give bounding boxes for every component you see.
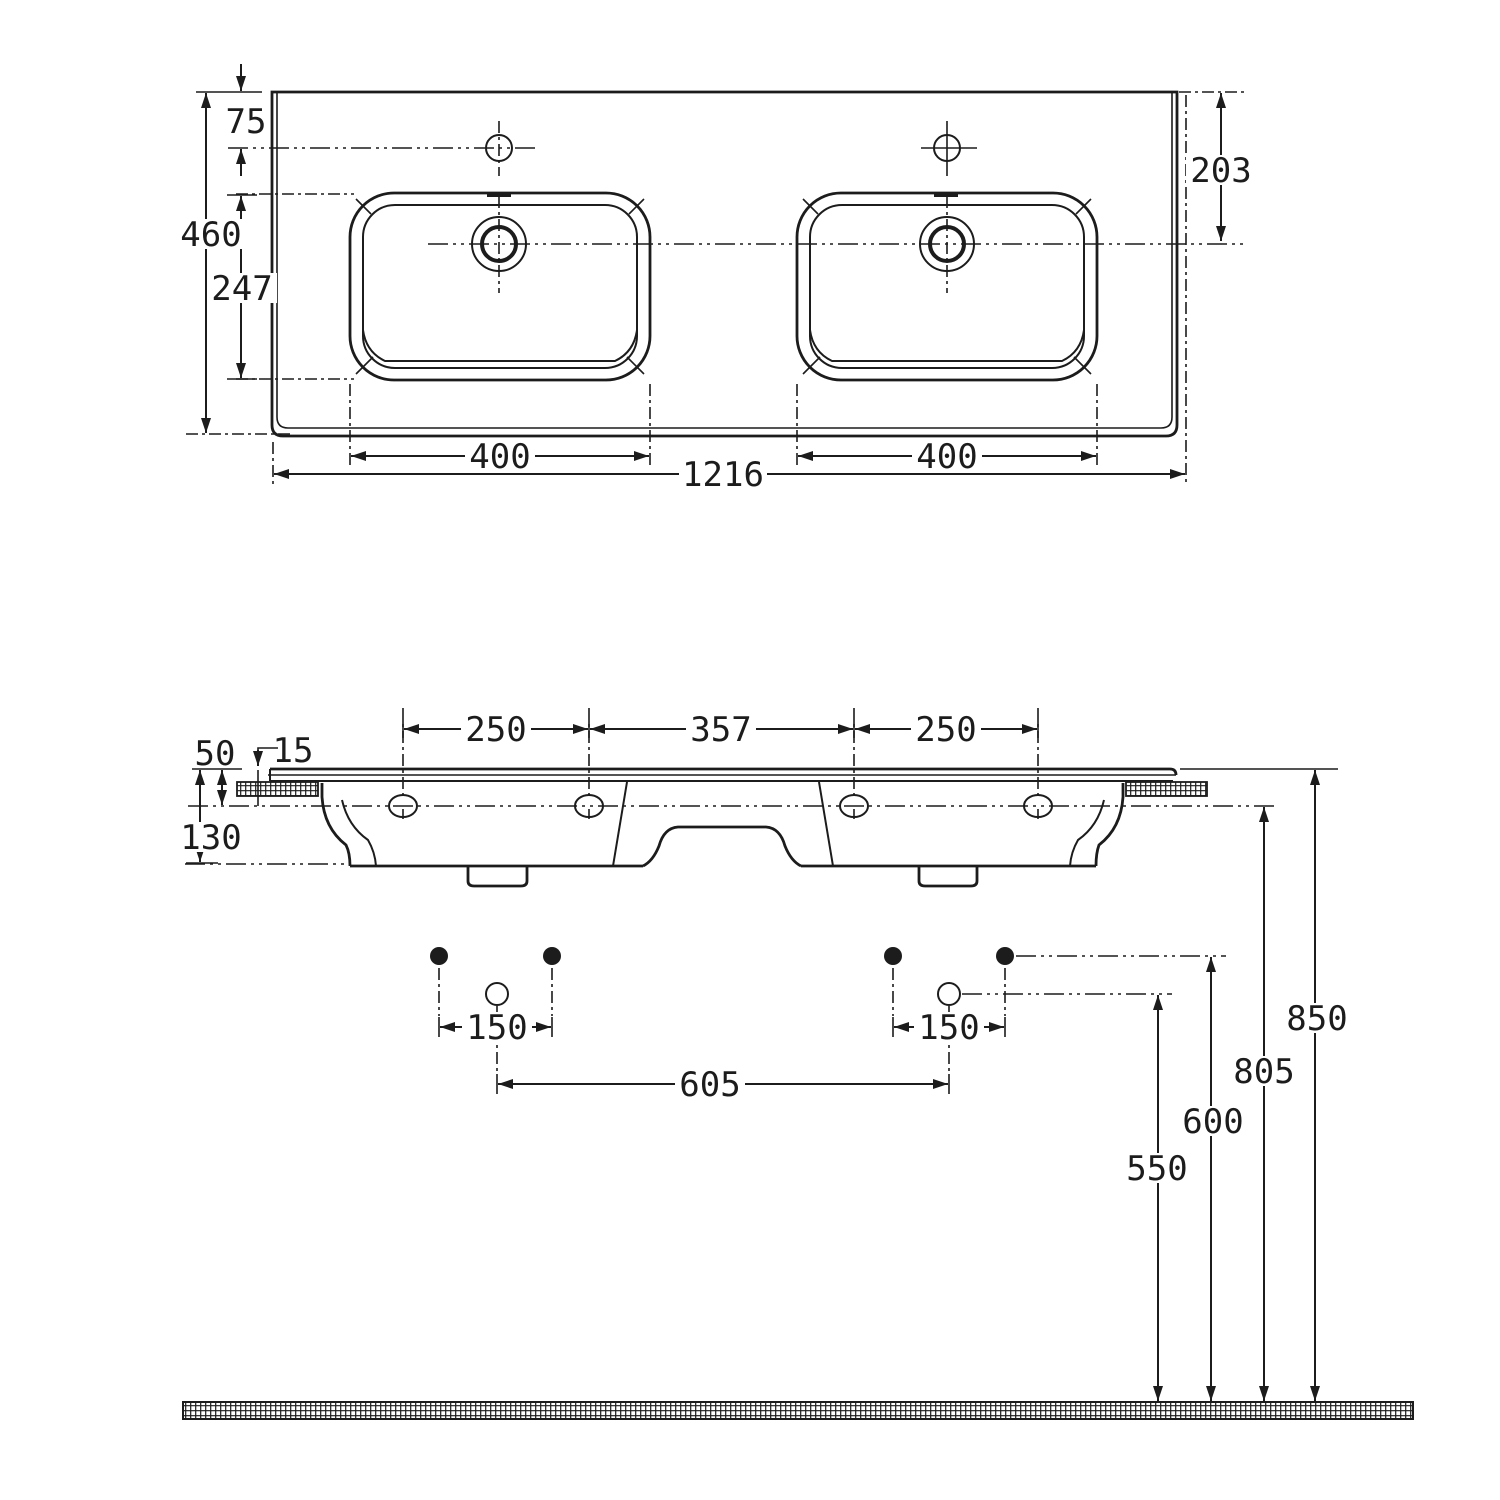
drain-stub-left — [466, 867, 529, 888]
trap-circle-left — [485, 982, 509, 1006]
plan-view — [186, 64, 1248, 486]
front-dimensions — [186, 720, 1320, 1401]
dim-250-left-box — [461, 714, 531, 744]
dim-label-1216: 1216 — [682, 455, 764, 495]
dim-label-400-right: 400 — [916, 437, 977, 477]
trap-circle-right — [937, 982, 961, 1006]
left-basin-inner-rim — [362, 204, 638, 369]
circle-extension-lines — [496, 1006, 950, 1074]
dim-605-ticks — [496, 1074, 950, 1094]
dim-label-203: 203 — [1190, 151, 1251, 191]
dim-1216-box — [679, 459, 767, 489]
body-right-inner-curve — [1069, 799, 1105, 867]
dim-460-box — [176, 219, 246, 249]
dim-label-550: 550 — [1126, 1149, 1187, 1189]
dimension-labels: 75 460 247 203 400 400 1216 250 357 250 … — [176, 102, 1352, 1189]
dim-150-right-box — [914, 1012, 984, 1042]
dim-label-247: 247 — [211, 269, 272, 309]
fixing-hole-slots — [402, 809, 1039, 819]
left-basin — [348, 134, 652, 382]
dim-247-ticks — [227, 194, 257, 380]
wall-hatch-right — [1125, 781, 1208, 797]
dim-805-box — [1229, 1056, 1299, 1086]
dim-150-left-ticks — [438, 1017, 553, 1037]
dim-label-250-right: 250 — [915, 710, 976, 750]
left-basin-corner-seams — [355, 198, 645, 375]
dot-extension-lines — [438, 968, 1006, 1016]
fixing-dot-1 — [430, 947, 448, 965]
dim-400-left-box — [465, 441, 535, 471]
dim-357-box — [686, 714, 756, 744]
fixing-dot-3 — [884, 947, 902, 965]
plan-centerlines — [186, 91, 1248, 486]
dim-label-50: 50 — [195, 734, 236, 774]
slab-top-line — [270, 767, 1178, 776]
dim-247-box — [207, 273, 277, 303]
right-basin-corner-seams — [802, 198, 1092, 375]
left-basin-bowl-line — [362, 329, 638, 362]
hole-dim-ticks — [402, 720, 1039, 738]
body-right-bowl-edge — [818, 781, 834, 867]
dim-550-box — [1122, 1153, 1192, 1183]
body-left-inner-curve — [341, 799, 377, 867]
dim-label-605: 605 — [679, 1065, 740, 1105]
wall-hatch-left — [236, 781, 319, 797]
dim-label-460: 460 — [180, 215, 241, 255]
right-basin-bowl-line — [809, 329, 1085, 362]
fixing-dot-4 — [996, 947, 1014, 965]
front-slab — [268, 767, 1178, 782]
dim-label-400-left: 400 — [469, 437, 530, 477]
dim-label-357: 357 — [690, 710, 751, 750]
cabinet-fixings — [430, 947, 1014, 1006]
dim-label-850: 850 — [1286, 999, 1347, 1039]
dim-130-box — [176, 822, 246, 852]
dim-850-box — [1282, 1003, 1352, 1033]
dim-605-box — [675, 1069, 745, 1099]
dim-label-600: 600 — [1182, 1102, 1243, 1142]
right-tap-crosshair — [921, 121, 977, 176]
dim-400-right-box — [912, 441, 982, 471]
right-basin-overflow-slot — [934, 192, 958, 197]
dim-150-right-ticks — [892, 1017, 1006, 1037]
fixing-holes — [388, 794, 1053, 819]
dim-label-15: 15 — [273, 731, 314, 771]
body-center-arch — [642, 825, 802, 868]
front-centerlines — [185, 708, 1338, 1074]
body-left-outer-curve — [320, 783, 352, 867]
dim-600-box — [1178, 1106, 1248, 1136]
left-basin-overflow-slot — [487, 192, 511, 197]
dim-label-75: 75 — [226, 102, 267, 142]
basin-body-profile — [320, 781, 1125, 888]
drain-stub-right — [917, 867, 979, 888]
fixing-dot-2 — [543, 947, 561, 965]
floor-hatch — [182, 1401, 1414, 1420]
front-view — [182, 708, 1414, 1420]
body-right-outer-curve — [1094, 783, 1125, 867]
dim-203-box — [1186, 155, 1256, 185]
body-left-bowl-edge — [612, 781, 628, 867]
dim-label-250-left: 250 — [465, 710, 526, 750]
left-basin-outer-rim — [348, 191, 652, 382]
dim-label-150-right: 150 — [918, 1008, 979, 1048]
countertop-outline — [270, 90, 1179, 438]
dim-label-130: 130 — [180, 818, 241, 858]
dim-250-right-box — [911, 714, 981, 744]
countertop-edge-inner-line — [276, 92, 1173, 429]
dim-label-150-left: 150 — [466, 1008, 527, 1048]
dim-label-805: 805 — [1233, 1052, 1294, 1092]
dim-150-left-box — [462, 1012, 532, 1042]
basin-width-extensions — [349, 384, 1098, 466]
